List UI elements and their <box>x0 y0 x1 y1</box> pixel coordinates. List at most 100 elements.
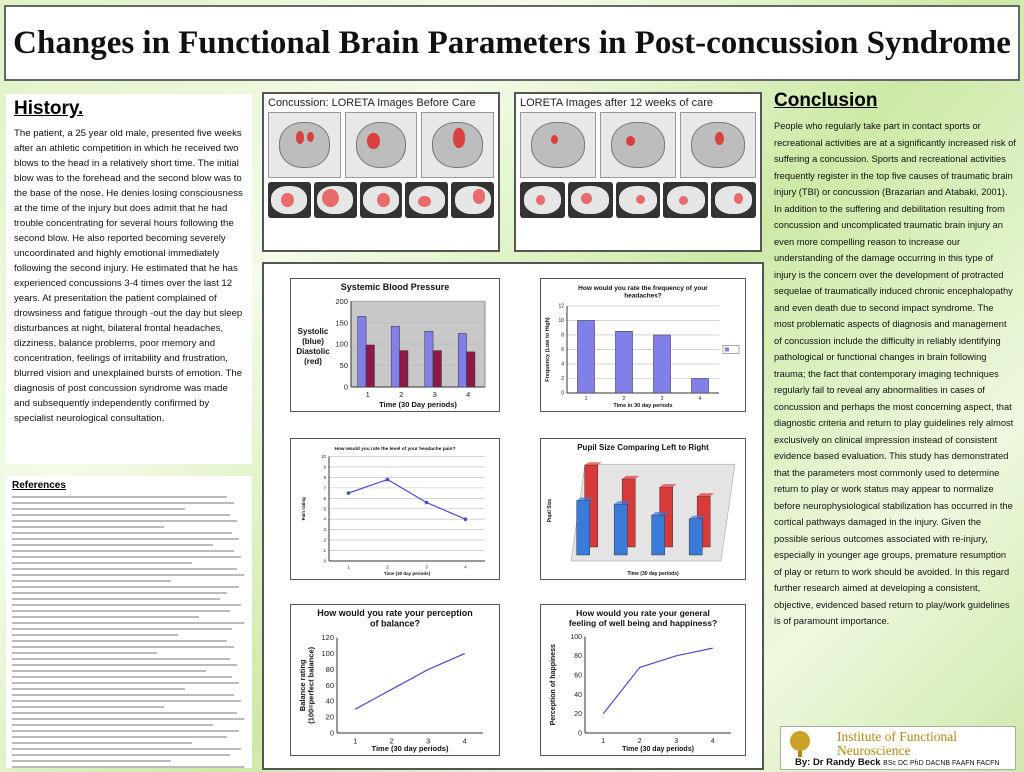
x-tick-label: 3 <box>426 737 430 746</box>
references-list <box>12 496 246 768</box>
author-line: By: Dr Randy Beck BSc DC PhD DACNB FAAFN… <box>795 757 999 768</box>
conclusion-panel: Conclusion People who regularly take par… <box>770 88 1020 728</box>
reference-line <box>12 580 172 582</box>
y-axis-label: Perception of happiness <box>550 644 557 725</box>
y-tick-label: 5 <box>323 506 326 511</box>
systolic-bar <box>390 325 400 388</box>
y-axis-label: Diastolic <box>296 347 330 356</box>
x-tick-label: 4 <box>466 390 470 399</box>
x-tick-label: 2 <box>386 565 389 570</box>
loreta-before-panel: Concussion: LORETA Images Before Care <box>262 92 500 252</box>
x-tick-label: 3 <box>425 565 428 570</box>
reference-line <box>12 640 228 642</box>
data-point <box>385 477 390 482</box>
cortex-view <box>359 182 403 218</box>
brain-scan-sagittal <box>600 112 676 178</box>
reference-line <box>12 508 186 510</box>
conclusion-heading: Conclusion <box>774 90 878 111</box>
x-tick-label: 3 <box>433 390 437 399</box>
y-tick-label: 80 <box>574 653 582 660</box>
reference-line <box>12 526 165 528</box>
y-tick-label: 2 <box>323 538 326 543</box>
chart-svg: How would you rate the frequency of your… <box>545 285 740 409</box>
y-axis-label: Systolic <box>298 327 329 336</box>
reference-line <box>12 766 244 768</box>
y-tick-label: 0 <box>344 383 348 392</box>
y-axis-label: Pain rating <box>301 497 306 521</box>
reference-line <box>12 628 232 630</box>
y-tick-label: 40 <box>574 692 582 699</box>
reference-line <box>12 520 237 522</box>
chart-svg: How would you rate the level of your hea… <box>301 446 485 576</box>
x-tick-label: 4 <box>463 737 467 746</box>
reference-line <box>12 736 228 738</box>
references-panel: References <box>6 476 252 768</box>
diastolic-bar <box>399 350 409 388</box>
pupil-left-bar-top <box>614 501 632 505</box>
y-axis-label: Frequency (Low to High) <box>545 317 551 382</box>
data-point <box>463 517 468 522</box>
series-line <box>348 478 466 520</box>
brain-scan-axial <box>520 112 596 178</box>
reference-line <box>12 586 239 588</box>
chart-svg: Systemic Blood PressureSystolic(blue)Dia… <box>296 282 486 409</box>
y-tick-label: 7 <box>323 485 326 490</box>
y-axis-label: (blue) <box>302 337 324 346</box>
reference-line <box>12 688 186 690</box>
x-axis-label: Time (30 day periods) <box>372 744 449 753</box>
chart-title: headaches? <box>624 292 662 299</box>
series-line <box>354 653 465 710</box>
y-tick-label: 0 <box>561 391 564 397</box>
cortex-view <box>520 182 565 218</box>
tree-logo-icon <box>790 731 810 757</box>
pupil-left-bar-top <box>689 515 707 519</box>
chart-title: How would you rate the level of your hea… <box>334 446 455 452</box>
reference-line <box>12 544 214 546</box>
pupil-left-bar <box>688 518 703 556</box>
pupil-right-bar-top <box>659 484 677 488</box>
x-tick-label: 1 <box>585 396 588 402</box>
y-tick-label: 100 <box>570 634 582 641</box>
x-axis-label: Time (30 day periods) <box>627 571 679 577</box>
chart-title: feeling of well being and happiness? <box>569 618 717 628</box>
reference-line <box>12 652 158 654</box>
loreta-after-panel: LORETA Images after 12 weeks of care <box>514 92 762 252</box>
x-tick-label: 2 <box>638 738 642 745</box>
brain-scan-sagittal <box>344 112 418 178</box>
history-panel: History. The patient, a 25 year old male… <box>6 94 252 464</box>
y-tick-label: 8 <box>323 475 326 480</box>
x-tick-label: 1 <box>347 565 350 570</box>
x-tick-label: 3 <box>674 738 678 745</box>
headache-frequency-chart: How would you rate the frequency of your… <box>540 278 746 412</box>
y-tick-label: 80 <box>326 665 334 674</box>
x-tick-label: 2 <box>399 390 403 399</box>
y-tick-label: 60 <box>326 681 334 690</box>
y-tick-label: 100 <box>335 340 348 349</box>
brain-scan-coronal <box>680 112 756 178</box>
reference-line <box>12 676 232 678</box>
pupil-right-bar-top <box>584 462 602 466</box>
chart-title: of balance? <box>370 618 420 628</box>
cortex-view <box>711 182 756 218</box>
y-tick-label: 0 <box>330 729 334 738</box>
reference-line <box>12 634 179 636</box>
pupil-right-bar-top <box>697 493 715 497</box>
y-tick-label: 2 <box>561 376 564 382</box>
y-tick-label: 10 <box>321 454 327 459</box>
pupil-left-bar <box>613 503 628 556</box>
cortex-view <box>567 182 613 218</box>
legend-swatch <box>725 347 729 352</box>
cortex-view <box>615 182 661 218</box>
systolic-bar <box>424 331 434 388</box>
reference-line <box>12 682 239 684</box>
y-tick-label: 100 <box>321 649 334 658</box>
reference-line <box>12 760 172 762</box>
pupil-left-bar <box>651 514 665 556</box>
chart-title: How would you rate your general <box>576 608 710 618</box>
reference-line <box>12 724 214 726</box>
reference-line <box>12 598 221 600</box>
